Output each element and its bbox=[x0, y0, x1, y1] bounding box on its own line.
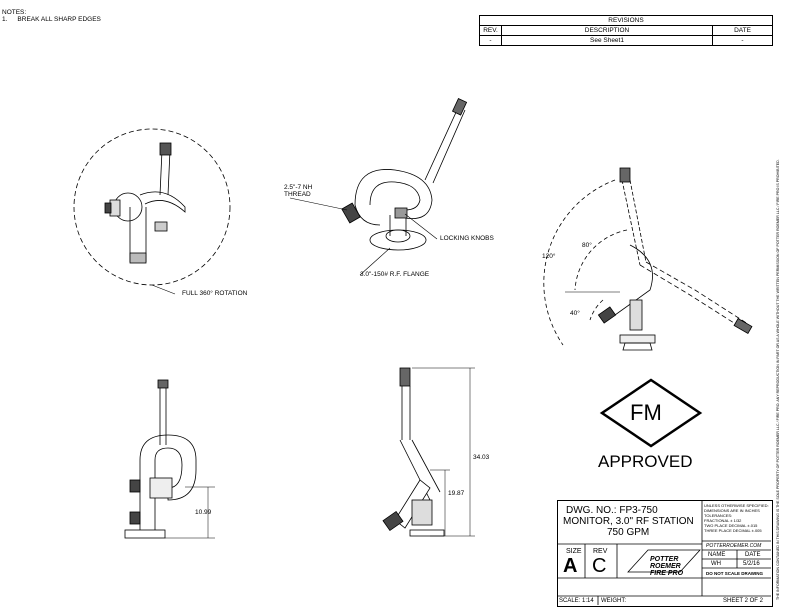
note-number: 1. bbox=[2, 16, 8, 23]
title-block-lines bbox=[557, 500, 771, 605]
name-label: NAME bbox=[708, 552, 726, 558]
revisions-table: REVISIONS REV. DESCRIPTION DATE - See Sh… bbox=[479, 15, 773, 46]
proprietary-notice: THE INFORMATION CONTAINED IN THIS DRAWIN… bbox=[776, 40, 788, 600]
rotation-callout: FULL 360° ROTATION bbox=[182, 290, 248, 297]
drawing-number: DWG. NO.: FP3-750 bbox=[566, 505, 658, 516]
tolerance-line: DIMENSIONS ARE IN INCHES bbox=[704, 508, 760, 513]
weight: WEIGHT: bbox=[601, 598, 626, 604]
drawing-title-line2: 750 GPM bbox=[607, 527, 650, 538]
table-row: - See Sheet1 - bbox=[479, 35, 773, 46]
thread-callout-line2: THREAD bbox=[284, 191, 311, 198]
note-text: BREAK ALL SHARP EDGES bbox=[17, 16, 101, 23]
thread-callout-line1: 2.5"-7 NH bbox=[284, 184, 313, 191]
tolerance-line: THREE PLACE DECIMAL ±.005 bbox=[704, 528, 762, 533]
drawing-title-line1: MONITOR, 3.0" RF STATION bbox=[563, 516, 694, 527]
notes-heading: NOTES: bbox=[2, 9, 27, 16]
sheet-number: SHEET 2 OF 2 bbox=[723, 598, 763, 604]
drawn-by: WH bbox=[711, 561, 721, 567]
fm-logo-text: FM bbox=[630, 400, 662, 425]
fm-approval-logo bbox=[599, 378, 703, 448]
potter-roemer-logo-mark bbox=[627, 549, 701, 573]
dimension-10-99: 10.99 bbox=[195, 509, 212, 516]
website: POTTERROEMER.COM bbox=[706, 543, 762, 549]
tolerance-line: TOLERANCES: bbox=[704, 513, 733, 518]
note-item: 1. BREAK ALL SHARP EDGES bbox=[2, 16, 101, 23]
side-view bbox=[382, 367, 475, 537]
isometric-view bbox=[289, 98, 468, 276]
title-block bbox=[557, 500, 773, 607]
rev-value: C bbox=[592, 555, 607, 577]
no-scale-note: DO NOT SCALE DRAWING bbox=[706, 571, 763, 576]
fm-approved-text: APPROVED bbox=[598, 452, 693, 471]
front-view bbox=[124, 379, 215, 539]
angle-120-label: 120° bbox=[542, 253, 556, 260]
top-view bbox=[73, 128, 231, 295]
tolerance-line: TWO PLACE DECIMAL ±.015 bbox=[704, 523, 758, 528]
dimension-34-03: 34.03 bbox=[473, 454, 490, 461]
angle-80-label: 80° bbox=[582, 242, 592, 249]
tolerance-block: UNLESS OTHERWISE SPECIFIED: DIMENSIONS A… bbox=[704, 503, 769, 533]
rev-label: REV bbox=[593, 548, 608, 555]
proprietary-notice-text: THE INFORMATION CONTAINED IN THIS DRAWIN… bbox=[776, 159, 780, 600]
company-logo-text: POTTER ROEMER FIRE PRO bbox=[650, 556, 684, 577]
size-value: A bbox=[563, 555, 578, 577]
dimension-19-87: 19.87 bbox=[448, 490, 465, 497]
flange-callout: 3.0"-150# R.F. FLANGE bbox=[360, 271, 430, 278]
size-label: SIZE bbox=[566, 548, 582, 555]
date-cell: - bbox=[712, 35, 773, 46]
notes-block: NOTES: 1. BREAK ALL SHARP EDGES bbox=[2, 9, 101, 23]
locking-knobs-callout: LOCKING KNOBS bbox=[440, 235, 494, 242]
tolerance-line: FRACTIONAL ± 1/32 bbox=[704, 518, 742, 523]
scale: SCALE: 1:14 bbox=[559, 598, 594, 604]
drawn-date: 5/2/16 bbox=[743, 561, 760, 567]
tolerance-line: UNLESS OTHERWISE SPECIFIED: bbox=[704, 503, 769, 508]
angle-40-label: 40° bbox=[570, 310, 580, 317]
elevation-angle-view bbox=[543, 167, 753, 351]
date-label: DATE bbox=[745, 552, 761, 558]
